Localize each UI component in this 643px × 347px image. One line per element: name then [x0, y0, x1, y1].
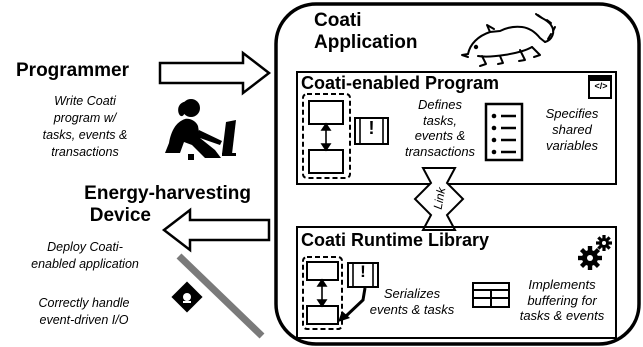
serialize-arrow-icon — [338, 287, 367, 322]
device-title: Energy-harvesting Device — [5, 183, 251, 227]
device-title-line: Device — [89, 205, 151, 226]
task-block-bottom — [308, 149, 344, 174]
deploy-desc-line: enabled application — [31, 257, 139, 271]
serializes-line: events & tasks — [369, 301, 455, 317]
implements-line: buffering for — [527, 292, 597, 308]
runtime-task-group-dashed — [302, 256, 343, 330]
specifies-line: shared — [552, 122, 592, 137]
deploy-desc-line: Deploy Coati- — [47, 240, 123, 254]
task-transition-arrow — [320, 122, 332, 152]
programmer-desc-line: tasks, events & — [42, 128, 128, 142]
application-title-line: Application — [314, 32, 418, 53]
serializes-line: Serializes — [383, 286, 441, 301]
program-title: Coati-enabled Program — [301, 73, 500, 93]
program-box — [296, 71, 617, 185]
gears-icon — [578, 235, 612, 270]
energy-harvesting-device-icon — [171, 253, 265, 339]
coati-icon — [461, 13, 556, 67]
deploy-description: Deploy Coati- enabled application — [10, 239, 160, 273]
link-arrow — [413, 167, 465, 231]
io-description: Correctly handle event-driven I/O — [14, 295, 154, 329]
device-title-line: Energy-harvesting — [84, 183, 251, 204]
buffer-table-icon — [472, 282, 510, 308]
programmer-desc-line: program w/ — [53, 111, 117, 125]
specifies-description: Specifies shared variables — [530, 106, 614, 154]
defines-line: transactions — [404, 143, 476, 159]
implements-line: Implements — [528, 277, 596, 292]
variables-list-icon — [484, 102, 524, 162]
application-title-line: Coati — [314, 10, 362, 31]
runtime-task-block-top — [306, 261, 339, 281]
programmer-desc-line: Write Coati — [54, 94, 116, 108]
code-window-icon — [588, 75, 612, 99]
runtime-task-block-bottom — [306, 305, 339, 325]
runtime-box — [296, 226, 617, 339]
runtime-event-icon — [347, 262, 379, 288]
specifies-line: variables — [545, 138, 599, 153]
event-icon — [354, 117, 389, 145]
specifies-line: Specifies — [545, 106, 599, 121]
serializes-description: Serializes events & tasks — [357, 286, 467, 317]
application-title: Coati Application — [314, 10, 417, 54]
application-box — [274, 2, 641, 346]
device-arrow — [161, 207, 271, 253]
task-group-dashed — [302, 93, 351, 179]
defines-line: Defines — [417, 97, 463, 112]
programmer-description: Write Coati program w/ tasks, events & t… — [20, 93, 150, 161]
runtime-title: Coati Runtime Library — [301, 230, 490, 250]
implements-line: tasks & events — [519, 308, 605, 323]
programmer-arrow — [158, 50, 272, 96]
programmer-desc-line: transactions — [51, 145, 119, 159]
runtime-task-transition-arrow — [316, 278, 328, 308]
defines-line: tasks, — [423, 112, 457, 128]
code-icon-label: </> — [594, 81, 608, 91]
programmer-icon — [165, 99, 236, 160]
implements-description: Implements buffering for tasks & events — [508, 277, 616, 324]
runtime-event-icon-label: ! — [360, 262, 366, 281]
io-desc-line: Correctly handle — [38, 296, 130, 310]
task-block-top — [308, 100, 344, 125]
event-icon-label: ! — [368, 118, 375, 138]
io-desc-line: event-driven I/O — [39, 313, 129, 327]
defines-line: events & — [414, 128, 466, 143]
defines-description: Defines tasks, events & transactions — [388, 97, 492, 159]
programmer-title: Programmer — [16, 60, 129, 81]
